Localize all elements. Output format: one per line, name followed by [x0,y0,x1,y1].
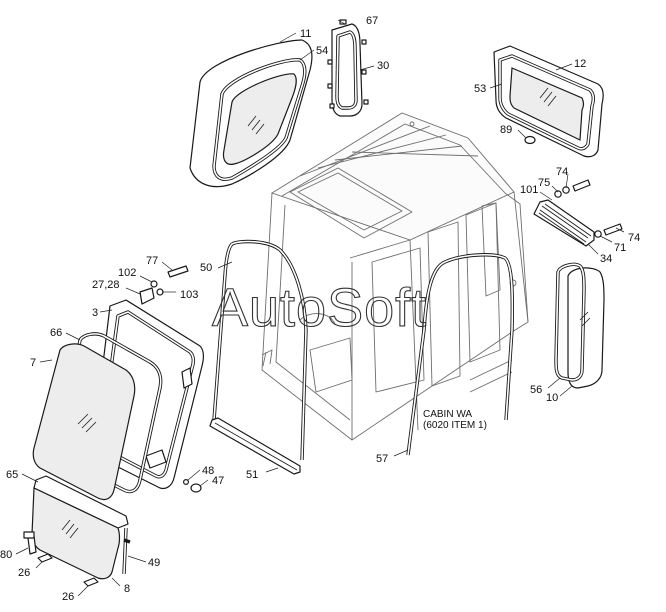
callout-50: 50 [200,262,212,274]
callout-80: 80 [0,549,12,561]
small-window-67-30 [327,19,369,117]
callout-71: 71 [614,242,626,254]
seal-49 [122,527,131,575]
callout-57: 57 [376,453,388,465]
callout-48: 48 [202,465,214,477]
callout-12: 12 [574,58,586,70]
cabin-note-line2: (6020 ITEM 1) [423,420,487,431]
hardware-74-75-101 [554,179,623,238]
small-parts-47-48 [183,479,202,493]
vent-grille-34 [533,199,595,247]
cabin-note: CABIN WA (6020 ITEM 1) [423,409,487,431]
door-seal-50 [212,239,308,461]
callout-75: 75 [538,177,550,189]
callout-10: 10 [546,392,558,404]
watermark-text: AutoSoft [212,278,427,338]
callout-49: 49 [148,557,160,569]
callout-51: 51 [246,469,258,481]
leader-lines [15,19,625,597]
top-left-window-11-54 [189,39,313,188]
hinge-hardware [139,265,189,305]
callout-56: 56 [530,384,542,396]
callout-102: 102 [118,267,136,279]
callout-11: 11 [300,28,311,40]
callout-53: 53 [474,83,486,95]
fasteners-80-26 [23,531,99,587]
lower-glass-8 [31,475,129,580]
callout-26b: 26 [62,591,74,603]
callout-8: 8 [124,583,130,595]
callout-66: 66 [50,327,62,339]
callout-27-28: 27,28 [92,279,120,291]
callout-54: 54 [316,45,328,57]
door-seal-57 [406,253,515,456]
callout-65: 65 [6,469,18,481]
callout-47: 47 [212,475,224,487]
lower-strip-51 [209,417,301,475]
callout-labels: 11 54 67 30 12 53 89 74 75 101 74 71 34 … [0,15,640,603]
callout-7: 7 [30,357,36,369]
washer-89 [524,135,536,145]
callout-77: 77 [146,255,158,267]
side-window-56-10 [554,262,605,389]
callout-74b: 74 [628,232,640,244]
callout-103: 103 [180,289,198,301]
callout-89: 89 [500,124,512,136]
callout-3: 3 [92,307,98,319]
callout-30: 30 [377,60,389,72]
callout-101: 101 [520,184,538,196]
cabin-body [261,112,529,441]
callout-67: 67 [366,15,378,27]
callout-34: 34 [600,253,612,265]
top-right-window-12-53 [493,45,604,158]
upper-glass-7 [32,343,136,501]
callout-26a: 26 [18,567,30,579]
callout-74a: 74 [556,166,568,178]
cabin-note-line1: CABIN WA [423,409,472,420]
